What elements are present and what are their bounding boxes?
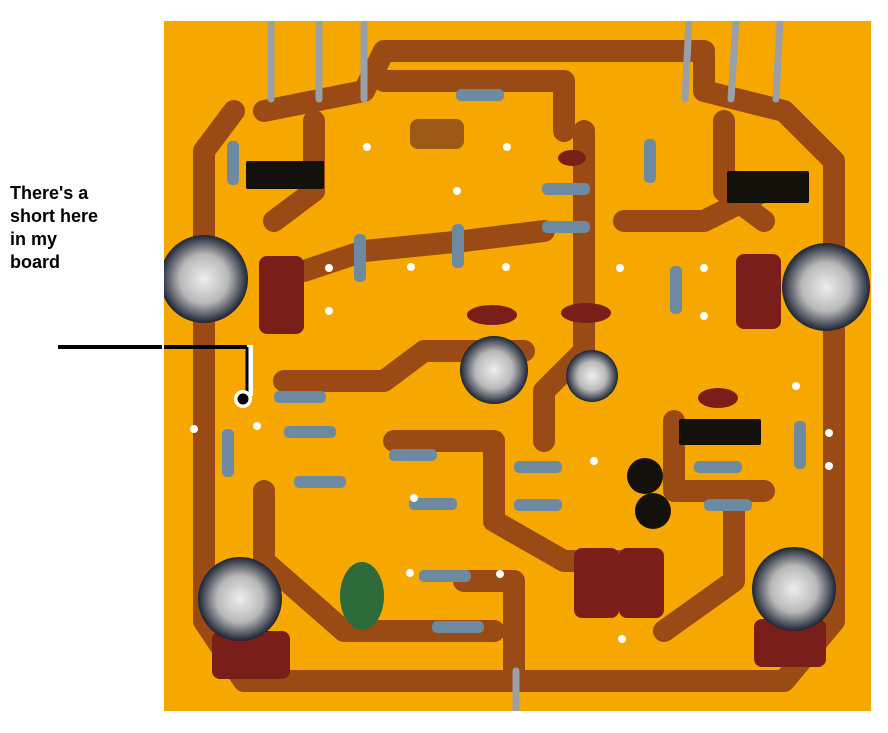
electrolytic-capacitors xyxy=(164,235,870,641)
annotation-line-1: There's a xyxy=(10,183,89,203)
resistors xyxy=(222,89,806,633)
solder-pads xyxy=(190,143,833,643)
annotation-line-3: in my xyxy=(10,229,58,249)
annotation-line-2: short here xyxy=(10,206,99,226)
copper-traces xyxy=(193,40,845,692)
ceramic-capacitor xyxy=(410,119,464,149)
regulators xyxy=(246,161,809,529)
annotation-line-4: board xyxy=(10,252,61,272)
circuit-board-photo xyxy=(164,21,871,711)
film-capacitors xyxy=(212,150,826,679)
annotation-text: There's a short here in my board xyxy=(10,182,160,274)
terminal-leads xyxy=(267,21,784,711)
pcb-image xyxy=(164,21,871,711)
green-capacitor xyxy=(340,562,384,630)
pointer-dot xyxy=(237,393,249,405)
